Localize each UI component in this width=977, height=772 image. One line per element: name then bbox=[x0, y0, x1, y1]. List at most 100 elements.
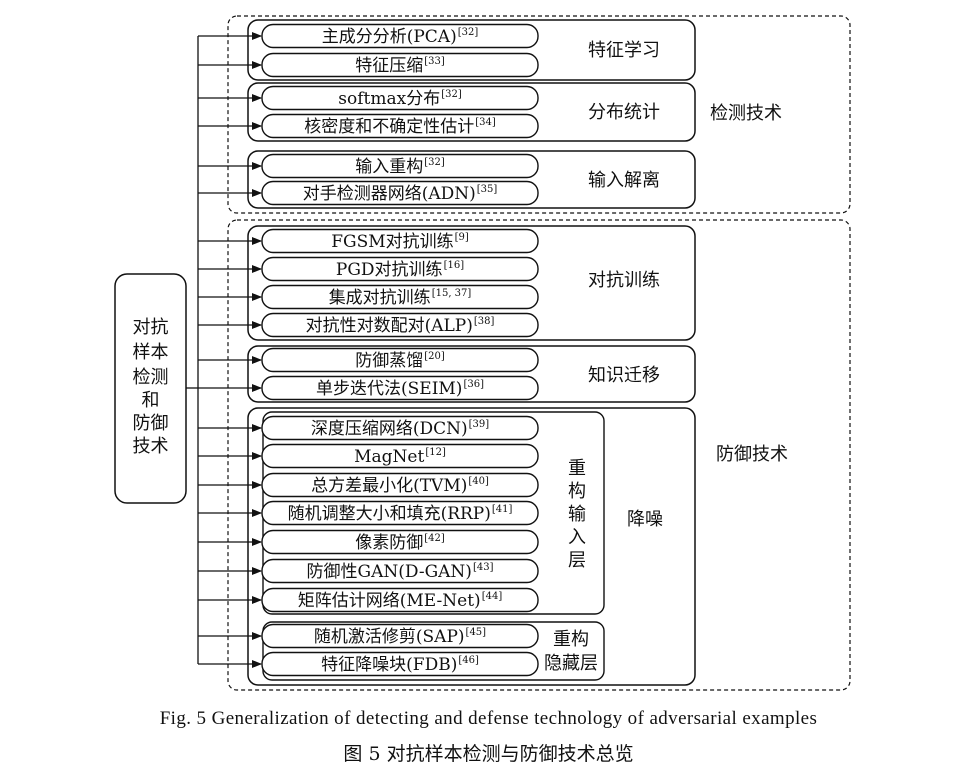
root-label-6: 技术 bbox=[133, 436, 169, 457]
leaf-box-pixel bbox=[261, 529, 539, 555]
leaf-text-sap: 随机激活修剪(SAP) bbox=[314, 627, 465, 647]
caption-english: Fig. 5 Generalization of detecting and d… bbox=[159, 708, 818, 729]
leaf-text-magnet: MagNet bbox=[354, 447, 424, 467]
region-label-detection: 检测技术 bbox=[710, 103, 782, 124]
leaf-ref-feature-compression: [33] bbox=[424, 56, 445, 67]
leaf-label-pixel: 像素防御[42] bbox=[355, 533, 445, 553]
leaf-label-magnet: MagNet[12] bbox=[354, 447, 446, 467]
leaf-label-dgan: 防御性GAN(D-GAN)[43] bbox=[307, 562, 494, 582]
category-label-input-disentangle: 输入解离 bbox=[588, 170, 660, 191]
root-label-5: 防御 bbox=[133, 413, 169, 434]
leaf-text-seim: 单步迭代法(SEIM) bbox=[316, 379, 462, 399]
category-box-adversarial-training bbox=[247, 225, 696, 341]
leaf-ref-distillation: [20] bbox=[424, 351, 445, 362]
leaf-box-sap bbox=[261, 623, 539, 649]
category-box-distribution-stats bbox=[247, 82, 696, 142]
leaf-ref-magnet: [12] bbox=[425, 447, 446, 458]
leaf-text-fdb: 特征降噪块(FDB) bbox=[321, 655, 457, 675]
subgroup-label-input-1: 重 bbox=[568, 458, 586, 479]
leaf-box-adn bbox=[261, 180, 539, 206]
leaf-ref-alp: [38] bbox=[474, 316, 495, 327]
leaf-box-pca bbox=[261, 23, 539, 49]
leaf-ref-kde: [34] bbox=[475, 117, 496, 128]
root-label-1: 对抗 bbox=[133, 317, 169, 338]
leaf-ref-pgd: [16] bbox=[444, 260, 465, 271]
category-label-distribution-stats: 分布统计 bbox=[588, 102, 660, 123]
leaf-box-pgd bbox=[261, 256, 539, 282]
leaf-text-softmax: softmax分布 bbox=[338, 89, 440, 109]
subgroup-label-input-3: 输 bbox=[568, 504, 586, 525]
leaf-text-dcn: 深度压缩网络(DCN) bbox=[311, 419, 468, 439]
leaf-label-pca: 主成分分析(PCA)[32] bbox=[322, 27, 479, 47]
leaf-box-fdb bbox=[261, 651, 539, 677]
leaf-ref-adn: [35] bbox=[477, 184, 498, 195]
leaf-label-dcn: 深度压缩网络(DCN)[39] bbox=[311, 419, 489, 439]
leaf-ref-dgan: [43] bbox=[473, 562, 494, 573]
leaf-box-input-reconstruct bbox=[261, 153, 539, 179]
leaf-label-softmax: softmax分布[32] bbox=[338, 89, 462, 109]
leaf-box-rrp bbox=[261, 500, 539, 526]
leaf-ref-menet: [44] bbox=[482, 591, 503, 602]
leaf-text-ensemble: 集成对抗训练 bbox=[329, 288, 431, 308]
leaf-box-fgsm bbox=[261, 228, 539, 254]
leaf-label-pgd: PGD对抗训练[16] bbox=[336, 260, 464, 280]
leaf-text-pixel: 像素防御 bbox=[355, 533, 423, 553]
leaf-text-menet: 矩阵估计网络(ME-Net) bbox=[298, 591, 481, 611]
leaf-text-kde: 核密度和不确定性估计 bbox=[304, 117, 474, 137]
leaf-ref-pixel: [42] bbox=[424, 533, 445, 544]
category-label-feature-learning: 特征学习 bbox=[588, 40, 660, 61]
category-box-feature-learning bbox=[247, 19, 696, 81]
leaf-ref-seim: [36] bbox=[463, 379, 484, 390]
leaf-label-distillation: 防御蒸馏[20] bbox=[355, 351, 445, 371]
root-label-2: 样本 bbox=[133, 342, 169, 363]
leaf-group: 主成分分析(PCA)[32]特征压缩[33]softmax分布[32]核密度和不… bbox=[261, 23, 539, 677]
leaf-label-fdb: 特征降噪块(FDB)[46] bbox=[321, 655, 479, 675]
region-label-defense: 防御技术 bbox=[716, 444, 788, 465]
detection-region bbox=[227, 15, 851, 214]
category-label-adversarial-training: 对抗训练 bbox=[588, 270, 660, 291]
leaf-text-distillation: 防御蒸馏 bbox=[355, 351, 423, 371]
leaf-box-seim bbox=[261, 375, 539, 401]
leaf-box-feature-compression bbox=[261, 52, 539, 78]
leaf-ref-rrp: [41] bbox=[492, 504, 513, 515]
leaf-box-dgan bbox=[261, 558, 539, 584]
defense-region bbox=[227, 219, 851, 691]
leaf-box-magnet bbox=[261, 443, 539, 469]
leaf-ref-tvm: [40] bbox=[468, 476, 489, 487]
leaf-text-fgsm: FGSM对抗训练 bbox=[331, 232, 453, 252]
connector-arrows bbox=[198, 32, 262, 668]
leaf-ref-ensemble: [15, 37] bbox=[432, 288, 472, 299]
leaf-text-rrp: 随机调整大小和填充(RRP) bbox=[288, 504, 491, 524]
category-box-knowledge-transfer bbox=[247, 345, 696, 403]
subgroup-box-reconstruct-hidden bbox=[262, 621, 605, 681]
leaf-ref-sap: [45] bbox=[466, 627, 487, 638]
leaf-text-pgd: PGD对抗训练 bbox=[336, 260, 443, 280]
leaf-text-adn: 对手检测器网络(ADN) bbox=[303, 184, 476, 204]
leaf-box-distillation bbox=[261, 347, 539, 373]
subgroup-label-input-2: 构 bbox=[568, 481, 586, 502]
leaf-label-rrp: 随机调整大小和填充(RRP)[41] bbox=[288, 504, 513, 524]
leaf-ref-pca: [32] bbox=[458, 27, 479, 38]
leaf-label-alp: 对抗性对数配对(ALP)[38] bbox=[306, 316, 495, 336]
leaf-label-ensemble: 集成对抗训练[15, 37] bbox=[329, 288, 472, 308]
category-label-knowledge-transfer: 知识迁移 bbox=[588, 365, 660, 386]
leaf-ref-fdb: [46] bbox=[458, 655, 479, 666]
leaf-label-sap: 随机激活修剪(SAP)[45] bbox=[314, 627, 486, 647]
leaf-text-feature-compression: 特征压缩 bbox=[355, 56, 423, 76]
leaf-box-dcn bbox=[261, 415, 539, 441]
leaf-label-menet: 矩阵估计网络(ME-Net)[44] bbox=[298, 591, 503, 611]
leaf-box-tvm bbox=[261, 472, 539, 498]
leaf-label-tvm: 总方差最小化(TVM)[40] bbox=[311, 476, 489, 496]
subgroup-label-hidden-2: 隐藏层 bbox=[544, 653, 598, 674]
caption-chinese: 图 5 对抗样本检测与防御技术总览 bbox=[343, 743, 634, 765]
leaf-box-kde bbox=[261, 113, 539, 139]
leaf-ref-softmax: [32] bbox=[441, 89, 462, 100]
root-box bbox=[114, 273, 187, 504]
leaf-ref-input-reconstruct: [32] bbox=[424, 157, 445, 168]
leaf-label-kde: 核密度和不确定性估计[34] bbox=[304, 117, 496, 137]
leaf-text-pca: 主成分分析(PCA) bbox=[322, 27, 457, 47]
leaf-text-alp: 对抗性对数配对(ALP) bbox=[306, 316, 473, 336]
root-label-3: 检测 bbox=[133, 367, 169, 388]
subgroup-label-input-5: 层 bbox=[568, 550, 586, 571]
category-label-denoising: 降噪 bbox=[627, 509, 663, 530]
